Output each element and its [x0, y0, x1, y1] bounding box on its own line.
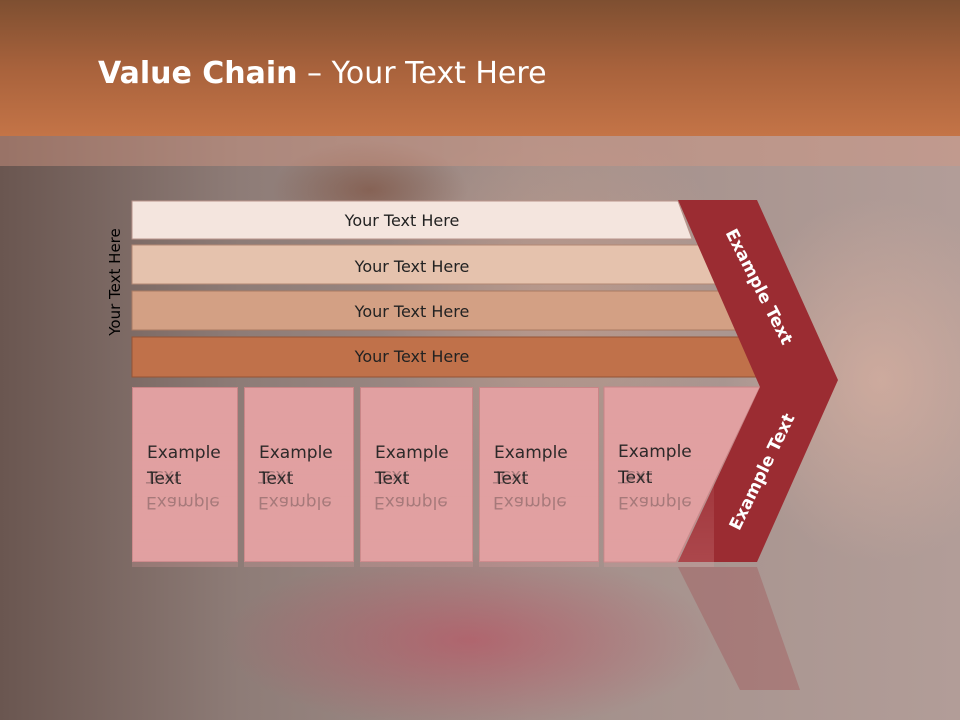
band-1[interactable]: Your Text Here: [132, 201, 692, 239]
band-4[interactable]: Your Text Here: [132, 337, 712, 375]
band-3-label: Your Text Here: [354, 301, 470, 321]
reflection-2-line2: Text: [258, 466, 293, 486]
box-5-line1: Example: [618, 442, 692, 462]
box-2-line1: Example: [259, 443, 333, 463]
reflection-1-line1: Example: [146, 492, 220, 512]
slide-title[interactable]: Value Chain – Your Text Here: [98, 52, 547, 96]
box-1-line2: Text: [147, 469, 182, 489]
band-1-label: Your Text Here: [344, 210, 460, 230]
box-4-line1: Example: [494, 443, 568, 463]
title-bold-part: Value Chain: [98, 56, 298, 91]
reflection-3-line2: Text: [374, 466, 409, 486]
reflection-3-line1: Example: [374, 492, 448, 512]
reflection-4-line2: Text: [493, 466, 528, 486]
chevron-reflection: [678, 567, 800, 690]
band-4-label: Your Text Here: [354, 346, 470, 366]
band-2-label: Your Text Here: [354, 256, 470, 276]
reflection-4-line1: Example: [493, 492, 567, 512]
reflection-5-line2: Text: [618, 466, 653, 486]
reflection-5-line1: Example: [618, 492, 692, 512]
band-2[interactable]: Your Text Here: [132, 247, 712, 285]
reflection-2-line1: Example: [258, 492, 332, 512]
box-5-line2: Text: [618, 468, 653, 488]
box-2-line2: Text: [259, 469, 294, 489]
last-box-shape: [603, 386, 761, 563]
box-3-line1: Example: [375, 443, 449, 463]
band-3[interactable]: Your Text Here: [132, 292, 712, 330]
chevron-shape: [678, 200, 838, 562]
title-rest-part: – Your Text Here: [297, 56, 547, 91]
reflection-1-line2: Text: [146, 466, 181, 486]
box-1-line1: Example: [147, 443, 221, 463]
title-bar: [0, 0, 960, 136]
box-3-line2: Text: [375, 469, 410, 489]
band-shape-1: [131, 200, 693, 240]
title-bar-band: [0, 136, 960, 166]
box-4-line2: Text: [494, 469, 529, 489]
